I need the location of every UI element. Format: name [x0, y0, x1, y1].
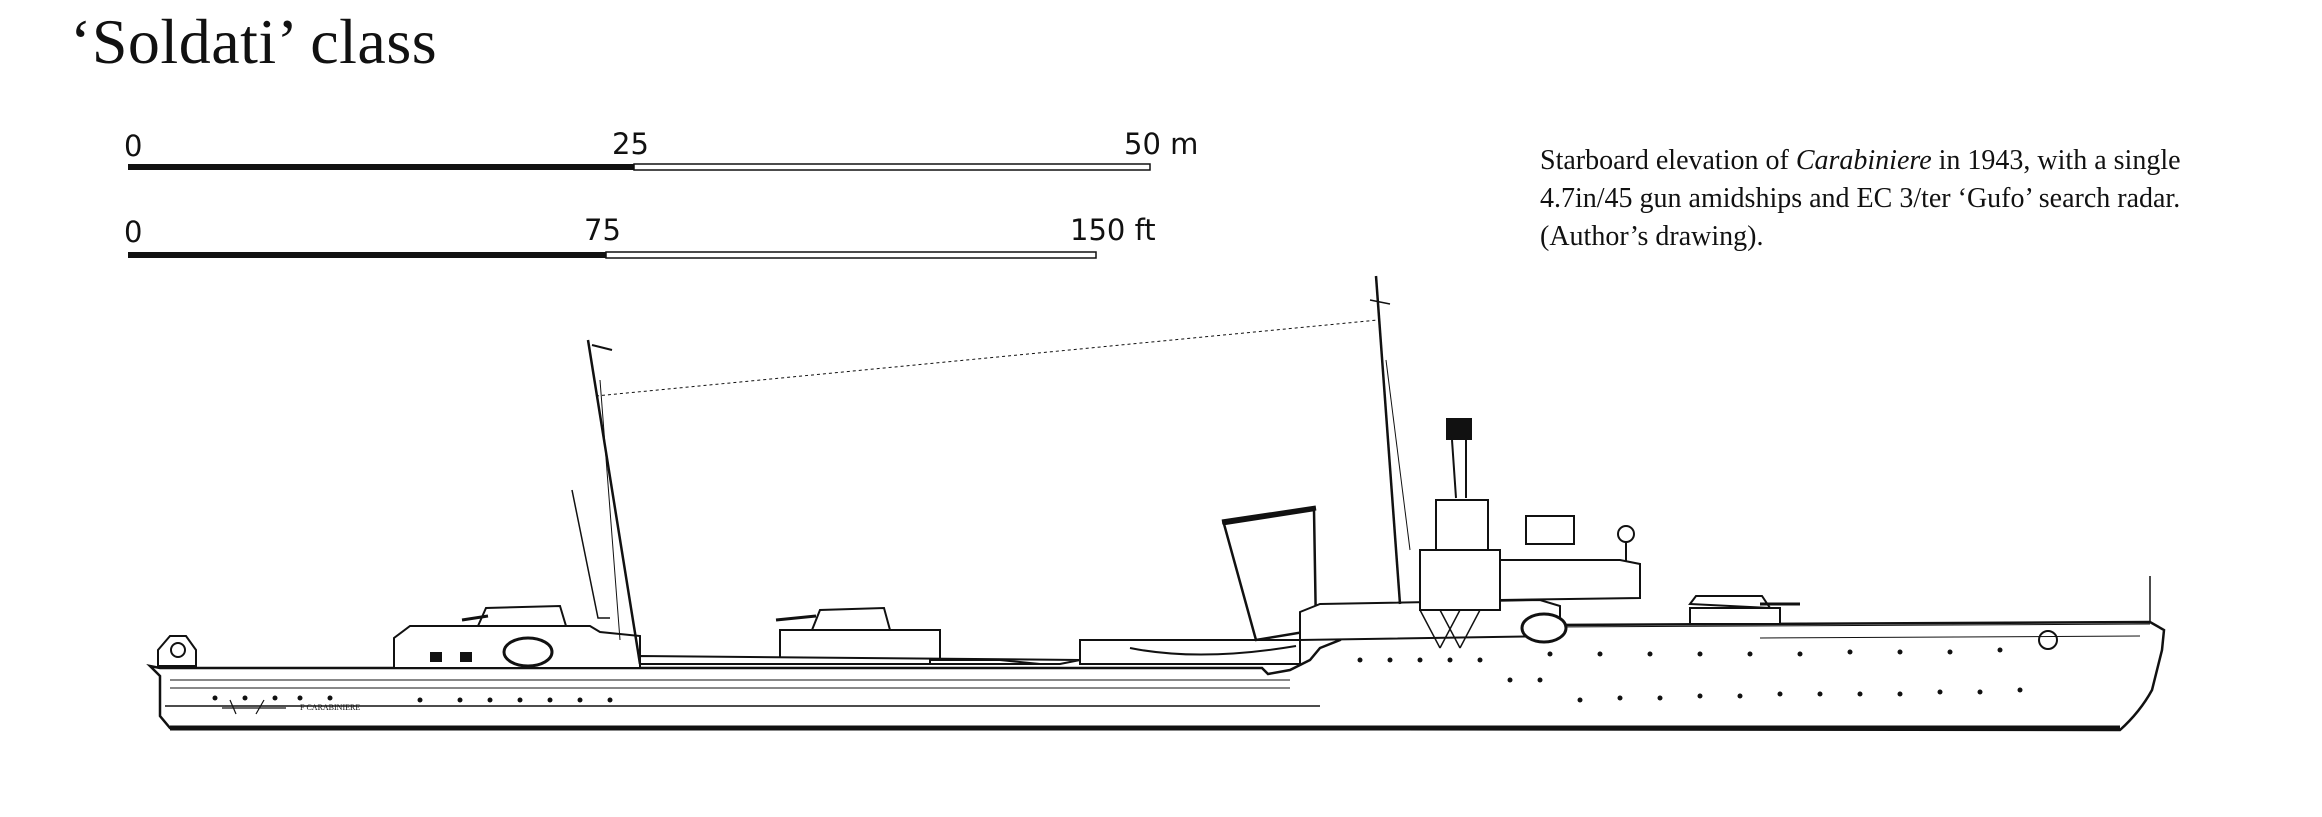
forward-deckhouse: [1499, 559, 1641, 602]
stern-roller: [170, 642, 186, 658]
page-title: ‘Soldati’ class: [70, 6, 438, 77]
stern-fitting: [157, 635, 197, 667]
bridge-lattice: [1419, 609, 1481, 649]
scale-metric-solid: [128, 164, 634, 170]
scale-imperial-label-75: 75: [584, 213, 621, 247]
wireless-aerial: [595, 319, 1379, 397]
foremast: [1374, 275, 1402, 605]
scale-bar-metric: [128, 163, 1151, 171]
midships-gun-turret: [810, 606, 892, 631]
radar-support: [1451, 439, 1467, 499]
ship-elevation: [146, 275, 2166, 732]
midships-gun-barrel: [775, 614, 817, 622]
scale-bar-imperial: [128, 251, 1097, 259]
aft-gun-turret: [476, 604, 568, 627]
caption-text-end: in 1943, with a single 4.7in/45 gun amid…: [1540, 145, 2181, 252]
scale-metric-label-50: 50 m: [1124, 127, 1199, 161]
portholes-aft: [212, 695, 613, 703]
scale-imperial-hollow: [605, 251, 1097, 259]
boat-deck: [1079, 639, 1301, 665]
ships-boat: [1129, 645, 1297, 656]
scale-metric-label-0: 0: [124, 129, 143, 163]
foremast-stay: [1385, 359, 1411, 551]
forward-gun-base: [1689, 607, 1781, 625]
aft-deckhouse-window: [460, 652, 472, 662]
aft-gun-barrel: [461, 614, 489, 622]
hull: [146, 620, 2166, 732]
main-mast-stay: [599, 379, 621, 641]
main-mast: [586, 339, 642, 665]
rangefinder: [1525, 515, 1575, 545]
torpedo-tube-fore: [929, 659, 1041, 665]
foremast-yard: [1369, 299, 1391, 305]
figure-caption: Starboard elevation of Carabiniere in 19…: [1540, 142, 2280, 256]
hull-name: F CARABINIERE: [300, 703, 360, 712]
fwd-searchlight-tub: [1520, 612, 1568, 644]
fore-rail-lower: [1759, 635, 2141, 639]
main-mast-derrick: [571, 489, 610, 619]
caption-ship-name: Carabiniere: [1795, 145, 1932, 176]
portholes-fore: [1357, 647, 2023, 703]
caption-text-start: Starboard elevation of: [1540, 145, 1796, 176]
aft-deckhouse-window: [430, 652, 442, 662]
midships-gun-deckhouse: [779, 629, 941, 661]
scale-imperial-solid: [128, 252, 606, 258]
scale-imperial-label-150: 150 ft: [1070, 213, 1156, 247]
scale-imperial-label-0: 0: [124, 215, 143, 249]
forward-gun-turret: [1688, 595, 1772, 610]
main-mast-flag: [591, 344, 613, 351]
bridge: [1419, 549, 1501, 611]
masthead-light: [1617, 525, 1635, 543]
director-tower: [1435, 499, 1489, 551]
scale-metric-label-25: 25: [612, 127, 649, 161]
aft-searchlight-tub: [502, 636, 554, 668]
stern-anchor-mark: [222, 699, 286, 715]
scale-metric-hollow: [633, 163, 1151, 171]
bow-capstan: [2038, 630, 2058, 650]
radar-antenna: [1446, 418, 1472, 440]
funnel-cap: [1221, 505, 1317, 525]
